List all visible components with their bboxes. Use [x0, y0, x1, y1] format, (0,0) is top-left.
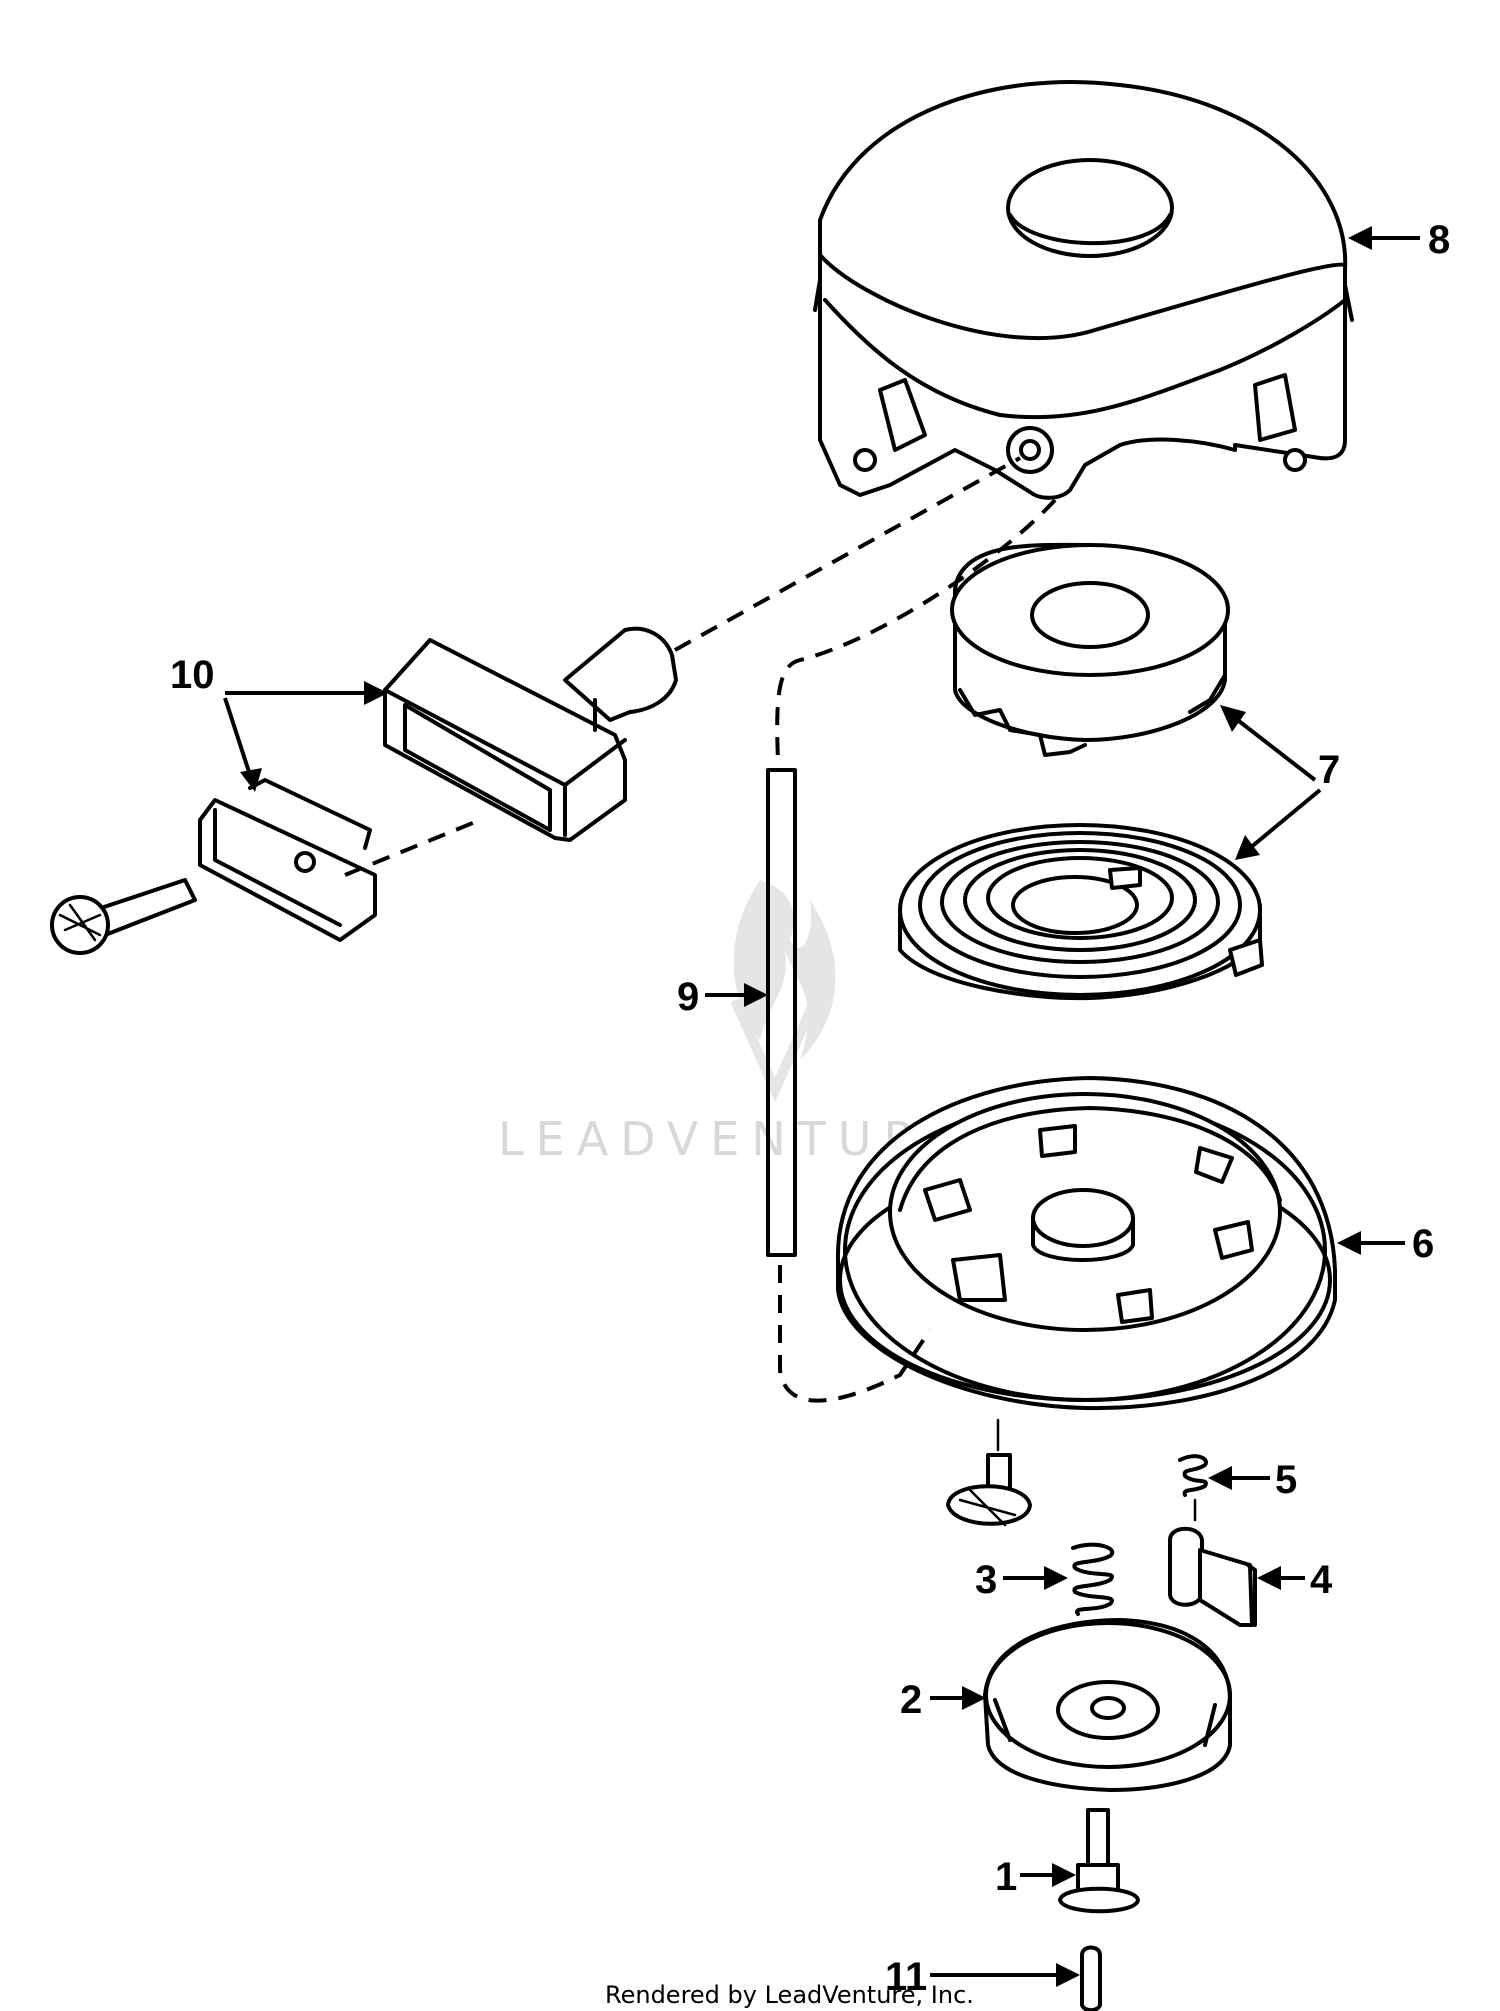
leader-arrow-11	[930, 1963, 1080, 1987]
callout-5: 5	[1275, 1458, 1297, 1502]
callout-7: 7	[1318, 748, 1340, 792]
part-2-retainer	[983, 1618, 1232, 1792]
part-1-center-screw	[1058, 1808, 1140, 1914]
part-11-pin	[1080, 1945, 1102, 2011]
leader-arrow-6	[1337, 1231, 1405, 1255]
callout-labels: 8 7 10 9 6 5 3 4 2 1 11	[170, 218, 1450, 1999]
leader-arrow-4	[1257, 1566, 1305, 1590]
part-4-pawl	[1168, 1526, 1257, 1627]
part-9-starter-rope	[766, 768, 797, 1257]
part-10-handle	[383, 626, 678, 842]
part-10-insert	[198, 778, 377, 942]
pulley-screw	[946, 1418, 1032, 1527]
leader-arrows	[223, 226, 1420, 1987]
callout-2: 2	[900, 1678, 922, 1722]
callout-4: 4	[1310, 1558, 1333, 1602]
callout-10: 10	[170, 653, 215, 697]
leader-arrow-7b	[1235, 788, 1322, 860]
part-6-pulley	[835, 1076, 1337, 1411]
assembly-guide-lines	[344, 456, 1057, 1403]
callout-9: 9	[677, 975, 699, 1019]
flame-logo-icon	[730, 880, 836, 1103]
leader-arrow-8	[1348, 226, 1420, 250]
part-8-housing	[813, 80, 1354, 500]
handle-screw	[50, 878, 197, 955]
leader-arrow-5	[1208, 1466, 1270, 1490]
leader-arrow-3	[1003, 1566, 1068, 1590]
part-5-small-spring	[1178, 1454, 1208, 1522]
callout-11: 11	[885, 1955, 927, 1999]
callout-3: 3	[975, 1558, 997, 1602]
leadventure-watermark: LEADVENTURE	[498, 880, 957, 1166]
callout-6: 6	[1412, 1222, 1434, 1266]
leader-arrow-1	[1020, 1863, 1076, 1887]
callout-8: 8	[1428, 218, 1450, 262]
callout-1: 1	[995, 1855, 1017, 1899]
leader-arrow-10b	[223, 697, 262, 792]
leader-arrow-2	[930, 1686, 986, 1710]
part-7-spring-assembly	[898, 542, 1264, 1001]
leader-arrow-9	[705, 983, 768, 1007]
leader-arrow-10a	[225, 681, 388, 705]
leader-arrow-7a	[1220, 705, 1317, 782]
part-3-spring	[1071, 1542, 1115, 1616]
render-credit: Rendered by LeadVenture, Inc.	[605, 1981, 974, 2009]
